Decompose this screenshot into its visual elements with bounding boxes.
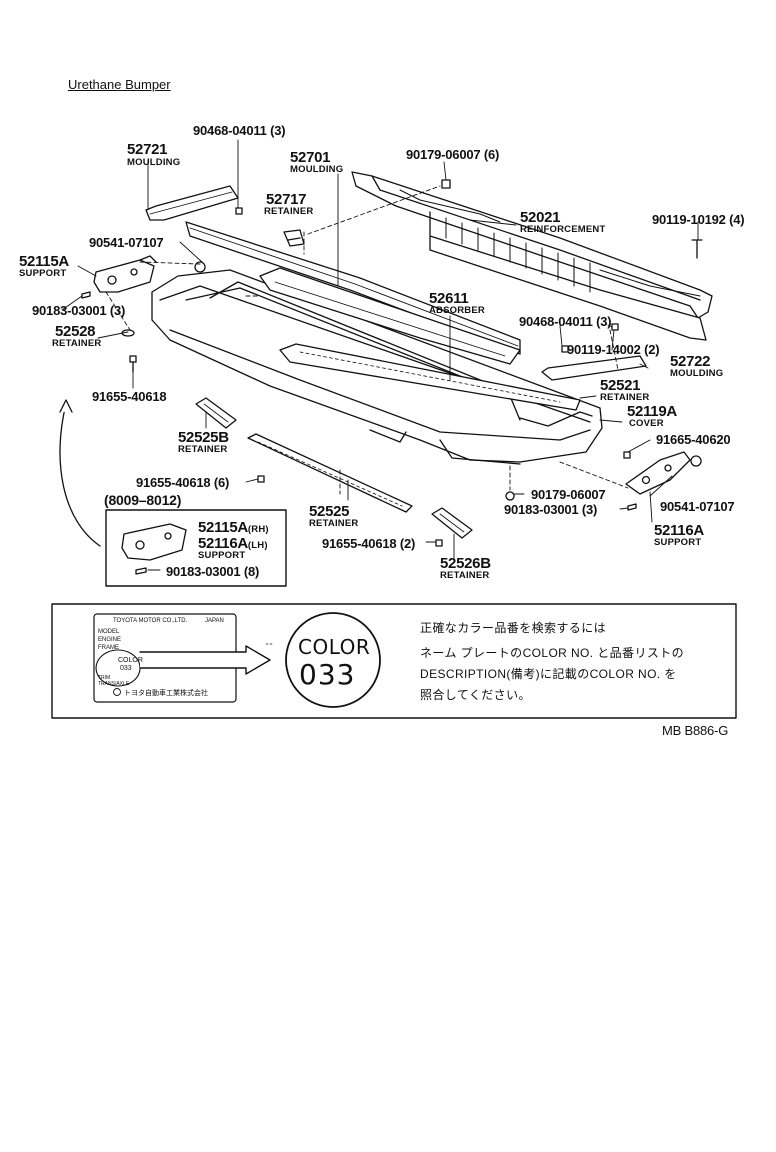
inset-lh-number: 52116A(LH) [198, 535, 268, 552]
diagram-title: Urethane Bumper [68, 77, 171, 92]
moulding-52722-drawing [541, 355, 647, 381]
absorber-drawing [259, 267, 521, 365]
part-91655c-number: 91655-40618 (2) [322, 536, 416, 551]
part-90119b-number: 90119-14002 (2) [567, 342, 660, 357]
part-52721-name: MOULDING [127, 157, 181, 168]
part-52528-number: 52528 [55, 323, 96, 340]
part-52116a-number: 52116A [654, 522, 704, 539]
part-52701-number: 52701 [290, 149, 331, 166]
part-90468a-number: 90468-04011 (3) [193, 123, 286, 138]
part-52525-number: 52525 [309, 503, 350, 520]
instruction-line-2: ネーム プレートのCOLOR NO. と品番リストの [420, 646, 685, 660]
part-90179b-number: 90179-06007 [531, 487, 606, 502]
moulding-52721-drawing [145, 185, 239, 221]
inset-date-range: (8009–8012) [104, 492, 182, 508]
part-52525b-name: RETAINER [178, 444, 228, 455]
part-90468b-number: 90468-04011 (3) [519, 314, 612, 329]
instruction-line-4: 照合してください。 [420, 688, 531, 702]
part-52525b-number: 52525B [178, 429, 229, 446]
instruction-line-1: 正確なカラー品番を検索するには [420, 621, 607, 635]
part-52722-number: 52722 [670, 353, 711, 370]
assembly-lines [105, 185, 629, 495]
plate-footer: トヨタ自動車工業株式会社 [124, 690, 208, 697]
part-52525-name: RETAINER [309, 518, 359, 529]
instruction-line-3: DESCRIPTION(備考)に記載のCOLOR NO. を [420, 667, 677, 681]
part-52722-name: MOULDING [670, 368, 724, 379]
part-52701-name: MOULDING [290, 164, 344, 175]
part-91665-number: 91665-40620 [656, 432, 731, 447]
part-52021-number: 52021 [520, 209, 561, 226]
color-word: COLOR [298, 635, 371, 659]
drawing-code: MB B886-G [662, 723, 729, 738]
retainer-52526b-drawing [431, 507, 473, 539]
part-90119a-number: 90119-10192 (4) [652, 212, 745, 227]
support-52116a-drawing [625, 451, 691, 495]
inset-arrow-head [59, 399, 73, 413]
leader-lines [61, 139, 699, 559]
retainer-52717-drawing [283, 229, 305, 247]
inset-support-name: SUPPORT [198, 550, 246, 561]
part-52119a-number: 52119A [627, 403, 677, 420]
part-52521-number: 52521 [600, 377, 641, 394]
part-52115a-name: SUPPORT [19, 268, 67, 279]
part-90541b-number: 90541-07107 [660, 499, 735, 514]
name-plate-drawing [93, 613, 273, 703]
support-52115a-drawing [93, 255, 157, 293]
part-52526b-name: RETAINER [440, 570, 490, 581]
part-52717-number: 52717 [266, 191, 307, 208]
plate-trim: TRIM [98, 675, 111, 681]
retainer-52525-drawing [247, 433, 413, 513]
part-52717-name: RETAINER [264, 206, 314, 217]
inset-frame [105, 509, 287, 587]
part-90179a-number: 90179-06007 (6) [406, 147, 500, 162]
part-90541a-number: 90541-07107 [89, 235, 164, 250]
reinforcement-drawing [351, 171, 713, 341]
plate-color-code: 033 [120, 665, 132, 672]
inset-rh-number: 52115A(RH) [198, 519, 269, 536]
part-90183a-number: 90183-03001 (3) [32, 303, 126, 318]
inset-support-drawing [121, 523, 187, 575]
plate-frame: FRAME [98, 645, 119, 651]
part-91655b-number: 91655-40618 (6) [136, 475, 230, 490]
color-circle [285, 612, 381, 708]
part-52528-name: RETAINER [52, 338, 102, 349]
inset-arrow [59, 403, 101, 547]
plate-transaxle: TRANS/AXLE [98, 681, 130, 687]
part-52521-name: RETAINER [600, 392, 650, 403]
color-box-frame [51, 603, 737, 719]
inset-clip-number: 90183-03001 (8) [166, 564, 260, 579]
retainer-52521-drawing [279, 343, 581, 411]
color-code: 033 [299, 658, 356, 691]
part-52526b-number: 52526B [440, 555, 491, 572]
plate-country: JAPAN [205, 618, 224, 624]
part-52021-name: REINFORCEMENT [520, 224, 606, 235]
part-52611-name: ABSORBER [429, 305, 485, 316]
plate-engine: ENGINE [98, 637, 122, 643]
plate-maker: TOYOTA MOTOR CO.,LTD. [113, 618, 188, 624]
plate-color: COLOR [118, 657, 143, 664]
plate-model: MODEL [98, 629, 120, 635]
part-52115a-number: 52115A [19, 253, 69, 270]
part-52721-number: 52721 [127, 141, 168, 158]
retainer-52525b-drawing [195, 397, 237, 429]
part-90183b-number: 90183-03001 (3) [504, 502, 598, 517]
part-52119a-name: COVER [629, 418, 664, 429]
part-91655a-number: 91655-40618 [92, 389, 167, 404]
part-52116a-name: SUPPORT [654, 537, 702, 548]
part-52611-number: 52611 [429, 290, 469, 307]
